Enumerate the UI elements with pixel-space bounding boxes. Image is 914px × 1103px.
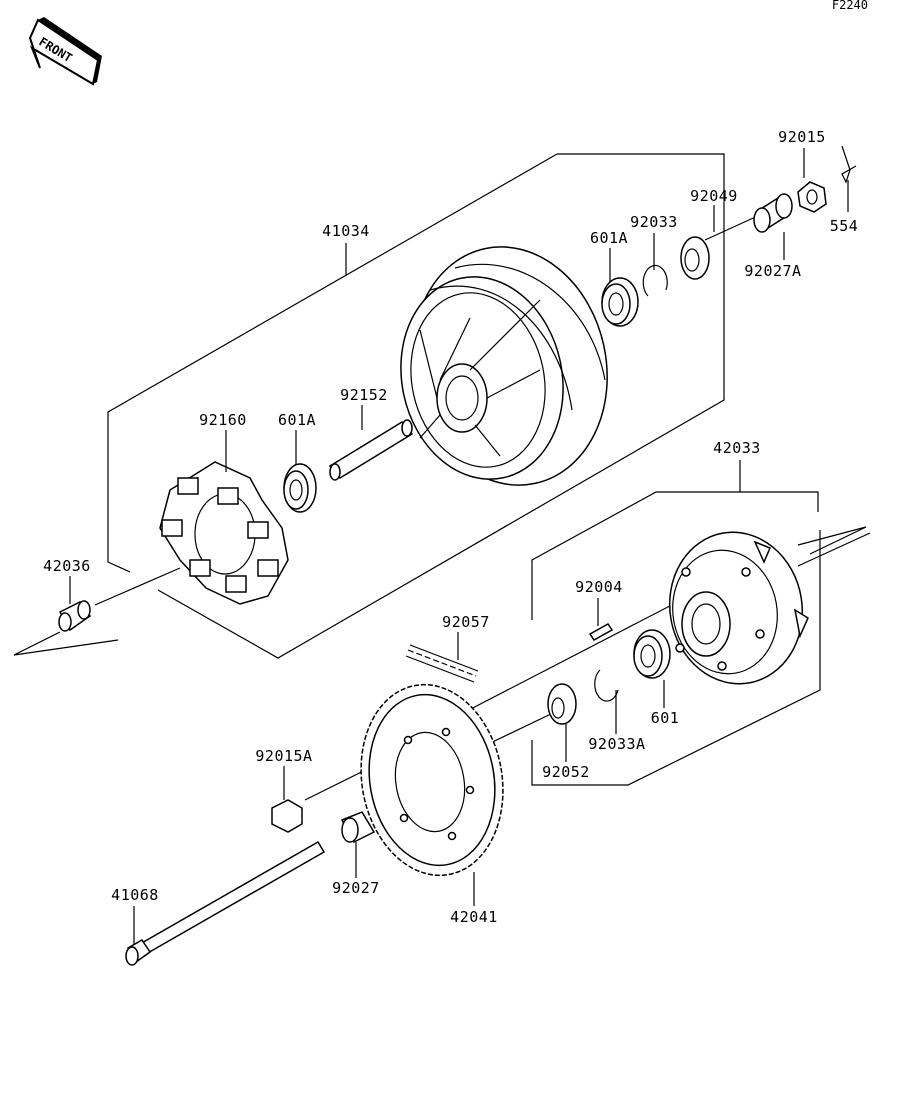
chain-drawing <box>405 644 479 683</box>
label-42041[interactable]: 42041 <box>450 908 498 926</box>
label-92057[interactable]: 92057 <box>442 613 490 631</box>
collar-sprocket-drawing <box>340 811 376 843</box>
sprocket-coupling-drawing <box>668 531 809 685</box>
seal-right-drawing <box>680 236 710 280</box>
label-41068[interactable]: 41068 <box>111 886 159 904</box>
rear-axle-drawing <box>125 840 326 966</box>
label-601A-mid[interactable]: 601A <box>278 411 316 429</box>
coupling-circlip-drawing <box>594 669 619 702</box>
label-92027A[interactable]: 92027A <box>744 262 801 280</box>
label-601[interactable]: 601 <box>651 709 680 727</box>
front-arrow-icon: FRONT <box>28 17 102 86</box>
label-92160[interactable]: 92160 <box>199 411 247 429</box>
sprocket-nut-drawing <box>271 799 303 833</box>
stud-drawing <box>588 623 614 641</box>
label-92015[interactable]: 92015 <box>778 128 826 146</box>
collar-right-drawing <box>753 193 793 233</box>
cotter-pin-drawing <box>841 145 857 184</box>
coupling-assembly-outline <box>531 460 821 786</box>
wheel-rim-drawing <box>400 246 608 486</box>
spacer-tube-drawing <box>328 419 414 481</box>
coupling-seal-drawing <box>547 683 577 725</box>
collar-left-drawing <box>58 600 92 632</box>
wheel-assembly-outline <box>107 153 725 659</box>
bearing-left-drawing <box>283 463 317 513</box>
circlip-right-drawing <box>642 264 668 297</box>
label-554[interactable]: 554 <box>830 217 859 235</box>
coupling-bearing-drawing <box>633 629 671 679</box>
rear-sprocket-drawing <box>360 683 504 877</box>
damper-drawing <box>159 461 289 605</box>
label-92027[interactable]: 92027 <box>332 879 380 897</box>
label-92049[interactable]: 92049 <box>690 187 738 205</box>
bearing-right-drawing <box>601 277 639 327</box>
label-92015A[interactable]: 92015A <box>255 747 312 765</box>
part-labels: 41034 92015 554 92049 92033 601A 92027A … <box>43 128 858 926</box>
label-601A-top[interactable]: 601A <box>590 229 628 247</box>
leader-lines <box>69 148 849 944</box>
label-41034[interactable]: 41034 <box>322 222 370 240</box>
axle-nut-top-drawing <box>797 181 827 213</box>
label-92052[interactable]: 92052 <box>542 763 590 781</box>
label-42036[interactable]: 42036 <box>43 557 91 575</box>
figure-code: F2240 <box>832 0 868 12</box>
label-92004[interactable]: 92004 <box>575 578 623 596</box>
label-92033[interactable]: 92033 <box>630 213 678 231</box>
label-42033[interactable]: 42033 <box>713 439 761 457</box>
label-92033A[interactable]: 92033A <box>588 735 645 753</box>
label-92152[interactable]: 92152 <box>340 386 388 404</box>
